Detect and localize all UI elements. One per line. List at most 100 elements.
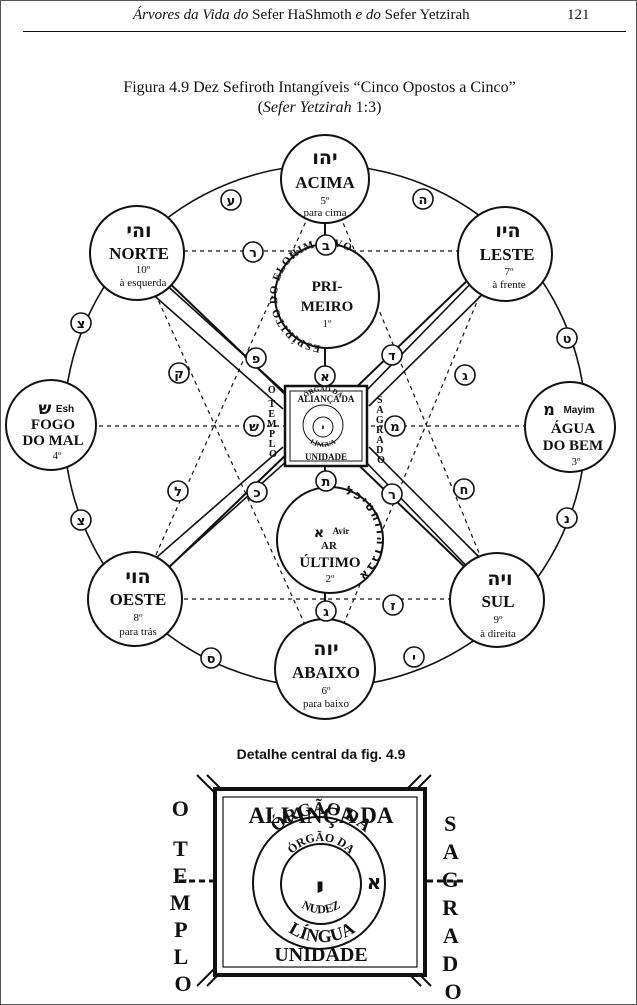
vertical-letter: O <box>269 449 277 460</box>
double-line <box>140 446 284 572</box>
node-oeste: הוי OESTE 8º para trás <box>87 551 183 647</box>
letter-circle-hebrew: א <box>320 370 329 385</box>
node-name-line1: ÁGUA <box>551 420 595 437</box>
letter-circle-hebrew: פ <box>252 352 261 367</box>
letter-circle <box>70 509 92 531</box>
node-circle <box>524 381 616 473</box>
letter-circle <box>315 600 337 622</box>
dashed-line <box>324 250 499 670</box>
letter-circle <box>220 189 242 211</box>
letter-circle <box>381 483 403 505</box>
letter-circle <box>243 415 265 437</box>
detail-vertical-o-templo: O T E M P L O <box>170 796 196 996</box>
central-outer-ring <box>302 404 344 446</box>
detail-figure: Detalhe central da fig. 4.9 ALIANÇA DA Ó… <box>170 746 463 1004</box>
letter-circle <box>70 312 92 334</box>
air-node: אבגדהוזחטיכל א Avir AR ÚLTIMO 2º <box>276 483 386 594</box>
spirit-name-line2: MEIRO <box>301 299 354 315</box>
page-number: 121 <box>567 7 590 23</box>
detail-frame <box>213 787 427 977</box>
node-circle <box>280 134 370 224</box>
vertical-letter: O <box>268 385 276 396</box>
double-line <box>368 446 494 572</box>
running-header: Árvores da Vida do Sefer HaShmoth e do S… <box>133 7 470 24</box>
spirit-number: 1º <box>323 318 333 330</box>
figure-caption: Figura 4.9 Dez Sefiroth Intangíveis “Cin… <box>123 79 516 96</box>
node-latin: Esh <box>56 404 74 415</box>
vertical-letter: O <box>174 971 191 996</box>
detail-top-text: ALIANÇA DA <box>248 803 393 828</box>
letter-circle <box>245 347 267 369</box>
node-circle <box>449 552 545 648</box>
node-name-line2: DO MAL <box>22 433 83 449</box>
dashed-line <box>324 178 499 600</box>
node-circle <box>89 205 185 301</box>
vertical-letter: R <box>442 895 459 920</box>
node-hebrew: יהו <box>312 147 337 169</box>
detail-bottom-text: UNIDADE <box>274 944 367 966</box>
vertical-letter: G <box>442 867 459 892</box>
letter-circle-hebrew: ב <box>322 239 330 254</box>
node-direction: para cima <box>303 207 346 219</box>
vertical-text-o-templo: O T E M P L O <box>267 385 279 460</box>
node-norte: והי NORTE 10º à esquerda <box>89 205 185 301</box>
node-hebrew: מ <box>543 400 555 419</box>
vertical-letter: A <box>443 923 459 948</box>
double-lines <box>140 270 494 584</box>
header-title-part: Sefer Yetzirah <box>384 7 470 23</box>
detail-inner-frame <box>222 796 418 968</box>
vertical-letter: P <box>174 917 187 942</box>
vertical-letter: S <box>377 395 383 406</box>
node-hebrew: ויה <box>487 568 512 590</box>
node-leste: היו LESTE 7º à frente <box>457 206 553 302</box>
letter-circle-hebrew: ז <box>390 599 395 614</box>
node-number: 5º <box>321 195 331 207</box>
vertical-letter: T <box>269 399 276 410</box>
double-line <box>362 270 484 395</box>
letter-circle-hebrew: ד <box>388 349 396 364</box>
node-number: 8º <box>134 612 144 624</box>
node-name: ACIMA <box>295 173 355 192</box>
vertical-letter: G <box>376 415 384 426</box>
vertical-letter: P <box>269 429 275 440</box>
node-name: ABAIXO <box>292 663 360 682</box>
letter-circle <box>556 507 578 529</box>
vertical-letter: A <box>443 839 459 864</box>
header-title-part: Sefer HaShmoth <box>252 7 352 23</box>
vertical-letter: O <box>444 979 461 1004</box>
vertical-letter: O <box>172 796 189 821</box>
letter-circle <box>246 481 268 503</box>
vertical-letter: D <box>376 445 383 456</box>
node-direction: à direita <box>480 628 516 640</box>
letter-circle <box>315 234 337 256</box>
double-line <box>150 270 290 397</box>
caption-book-title: Sefer Yetzirah <box>262 99 352 116</box>
node-name: NORTE <box>109 244 169 263</box>
letter-circle <box>168 362 190 384</box>
header-title-part: Árvores da Vida do <box>133 7 249 23</box>
central-box-bottom-text: UNIDADE <box>305 452 347 462</box>
air-hebrew: א <box>314 525 324 541</box>
letter-circle <box>381 344 403 366</box>
node-acima: יהו ACIMA 5º para cima <box>280 134 370 224</box>
letter-circle <box>453 478 475 500</box>
vertical-letter: D <box>442 951 458 976</box>
central-box-inner-frame <box>289 390 363 462</box>
letter-circle-hebrew: ג <box>462 369 468 384</box>
node-direction: à esquerda <box>120 277 167 289</box>
detail-center-hebrew: י <box>316 871 325 906</box>
letter-circle-hebrew: צ <box>77 514 86 529</box>
node-circle <box>5 379 97 471</box>
detail-inner-ring <box>280 843 362 925</box>
vertical-letter: A <box>376 405 384 416</box>
air-latin: Avir <box>333 526 350 536</box>
detail-corner-line <box>196 967 216 987</box>
node-number: 7º <box>505 266 515 278</box>
vertical-letter: M <box>267 419 277 430</box>
letter-circle-hebrew: ח <box>460 483 469 498</box>
node-circle <box>457 206 553 302</box>
node-number: 6º <box>322 685 332 697</box>
